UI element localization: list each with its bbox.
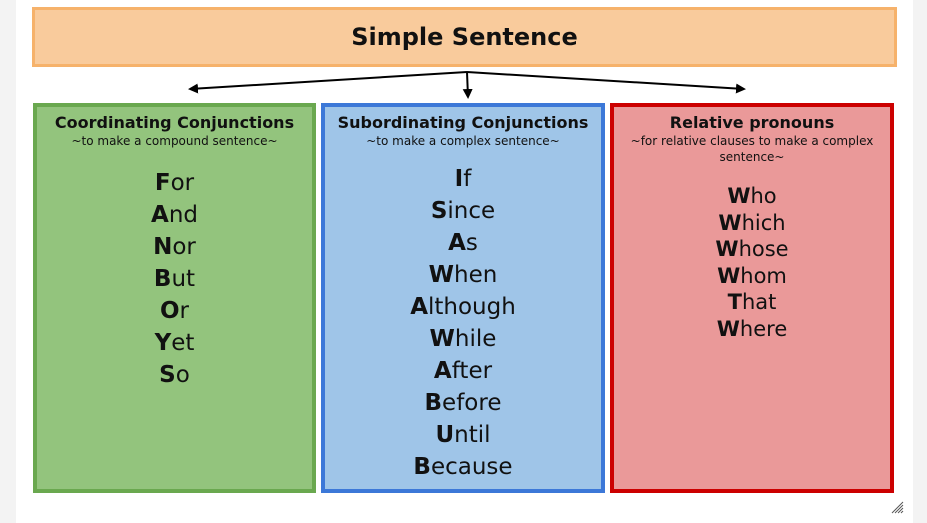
word-rest: fter (451, 358, 493, 384)
diagram-canvas: Simple Sentence Coordinating Conjunction… (16, 0, 913, 523)
word-item: Or (37, 295, 312, 327)
subordinating-conjunctions-box: Subordinating Conjunctions ~to make a co… (321, 103, 605, 493)
word-initial: W (428, 262, 455, 288)
word-item: Which (614, 210, 890, 237)
word-initial: W (715, 237, 739, 261)
word-initial: A (410, 294, 428, 320)
word-item: For (37, 167, 312, 199)
word-initial: O (159, 298, 180, 324)
word-rest: hile (454, 326, 497, 352)
word-rest: et (171, 330, 195, 356)
word-rest: s (465, 230, 478, 256)
word-rest: ntil (454, 422, 491, 448)
word-item: After (325, 355, 601, 387)
title-box: Simple Sentence (32, 7, 897, 67)
word-initial: N (153, 234, 173, 260)
box-heading: Relative pronouns (669, 113, 835, 132)
word-item: And (37, 199, 312, 231)
word-rest: ecause (430, 454, 513, 480)
word-item: Because (325, 451, 601, 483)
word-rest: or (170, 170, 195, 196)
word-rest: efore (442, 390, 502, 416)
word-rest: r (179, 298, 190, 324)
word-rest: hen (454, 262, 498, 288)
word-item: While (325, 323, 601, 355)
word-item: That (614, 289, 890, 316)
word-rest: hom (740, 263, 787, 288)
word-item: As (325, 227, 601, 259)
word-initial: W (716, 316, 740, 341)
word-rest: ince (447, 198, 496, 224)
word-rest: hich (741, 210, 786, 235)
word-initial: A (448, 230, 466, 256)
word-rest: ho (750, 184, 777, 208)
relative-pronouns-box: Relative pronouns ~for relative clauses … (610, 103, 894, 493)
word-item: Whose (614, 236, 890, 263)
diagram-title: Simple Sentence (351, 23, 578, 51)
arrow-left (188, 71, 468, 94)
word-rest: here (739, 316, 788, 341)
word-rest: ut (171, 266, 196, 292)
word-initial: W (717, 263, 741, 288)
word-initial: W (718, 210, 742, 235)
resize-handle-icon[interactable] (890, 500, 904, 514)
word-item: Nor (37, 231, 312, 263)
coordinating-conjunctions-box: Coordinating Conjunctions ~to make a com… (33, 103, 316, 493)
word-initial: F (154, 170, 171, 196)
word-item: Whom (614, 263, 890, 290)
word-initial: S (159, 362, 176, 388)
word-rest: hose (738, 237, 789, 261)
word-item: But (37, 263, 312, 295)
word-rest: hat (741, 290, 777, 314)
word-item: Who (614, 183, 890, 210)
word-item: Since (325, 195, 601, 227)
word-initial: T (727, 290, 742, 314)
word-item: Yet (37, 327, 312, 359)
word-rest: f (463, 166, 472, 192)
word-rest: lthough (428, 294, 516, 320)
box-subheading: ~to make a complex sentence~ (366, 134, 560, 148)
word-item: When (325, 259, 601, 291)
word-rest: o (175, 362, 190, 388)
word-initial: B (153, 266, 172, 292)
word-initial: W (727, 184, 751, 208)
arrow-center (462, 71, 473, 99)
word-rest: or (172, 234, 196, 260)
box-subheading: ~to make a compound sentence~ (71, 134, 278, 148)
word-initial: B (413, 454, 431, 480)
word-rest: nd (168, 202, 198, 228)
word-initial: B (424, 390, 443, 416)
word-item: Although (325, 291, 601, 323)
word-initial: W (429, 326, 455, 352)
arrow-right (466, 71, 746, 94)
box-subheading: ~for relative clauses to make a complex … (630, 134, 874, 164)
word-initial: U (435, 422, 455, 448)
word-item: So (37, 359, 312, 391)
word-initial: S (430, 198, 448, 224)
word-initial: I (454, 166, 464, 192)
word-item: Until (325, 419, 601, 451)
word-initial: A (433, 358, 452, 384)
box-heading: Subordinating Conjunctions (337, 113, 589, 132)
word-initial: A (151, 202, 169, 228)
word-item: Where (614, 316, 890, 343)
word-item: Before (325, 387, 601, 419)
word-initial: Y (154, 330, 172, 356)
word-item: If (325, 163, 601, 195)
box-heading: Coordinating Conjunctions (54, 113, 295, 132)
